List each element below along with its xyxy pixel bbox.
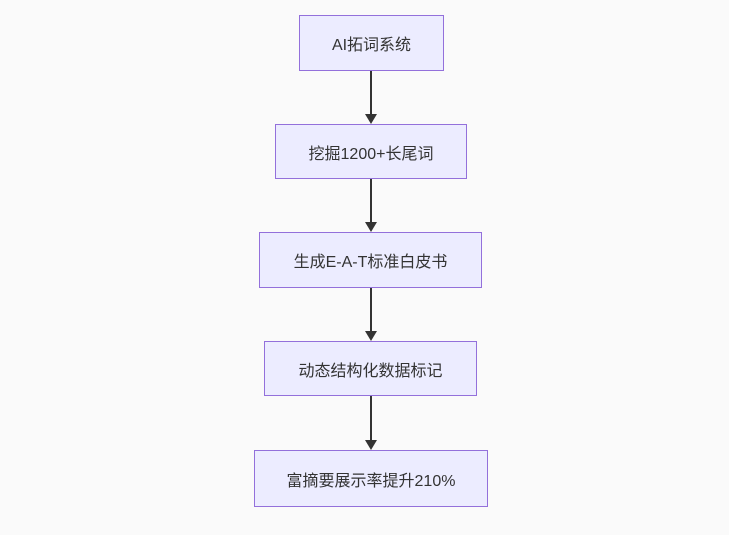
flow-node-dynamic-structured-data-markup: 动态结构化数据标记 [264, 341, 477, 396]
arrowhead-down-icon [365, 440, 377, 450]
flow-node-ai-word-expansion-system: AI拓词系统 [299, 15, 444, 71]
arrow-shaft [370, 288, 372, 331]
flow-node-label: 富摘要展示率提升210% [286, 472, 456, 490]
flow-node-mine-longtail-keywords: 挖掘1200+长尾词 [275, 124, 467, 179]
arrow-down-4 [365, 396, 377, 450]
flow-node-label: 生成E-A-T标准白皮书 [293, 254, 448, 271]
arrow-down-3 [365, 288, 377, 341]
arrow-shaft [370, 179, 372, 222]
arrowhead-down-icon [365, 222, 377, 232]
arrow-down-2 [365, 179, 377, 232]
arrow-shaft [370, 71, 372, 114]
flow-node-generate-eat-whitepaper: 生成E-A-T标准白皮书 [259, 232, 482, 288]
flow-node-label: 动态结构化数据标记 [298, 362, 443, 380]
flow-node-label: AI拓词系统 [331, 37, 412, 54]
arrow-shaft [370, 396, 372, 440]
arrow-down-1 [365, 71, 377, 124]
flow-node-label: 挖掘1200+长尾词 [308, 145, 434, 163]
arrowhead-down-icon [365, 114, 377, 124]
flow-node-rich-snippet-rate-increase: 富摘要展示率提升210% [254, 450, 488, 507]
arrowhead-down-icon [365, 331, 377, 341]
